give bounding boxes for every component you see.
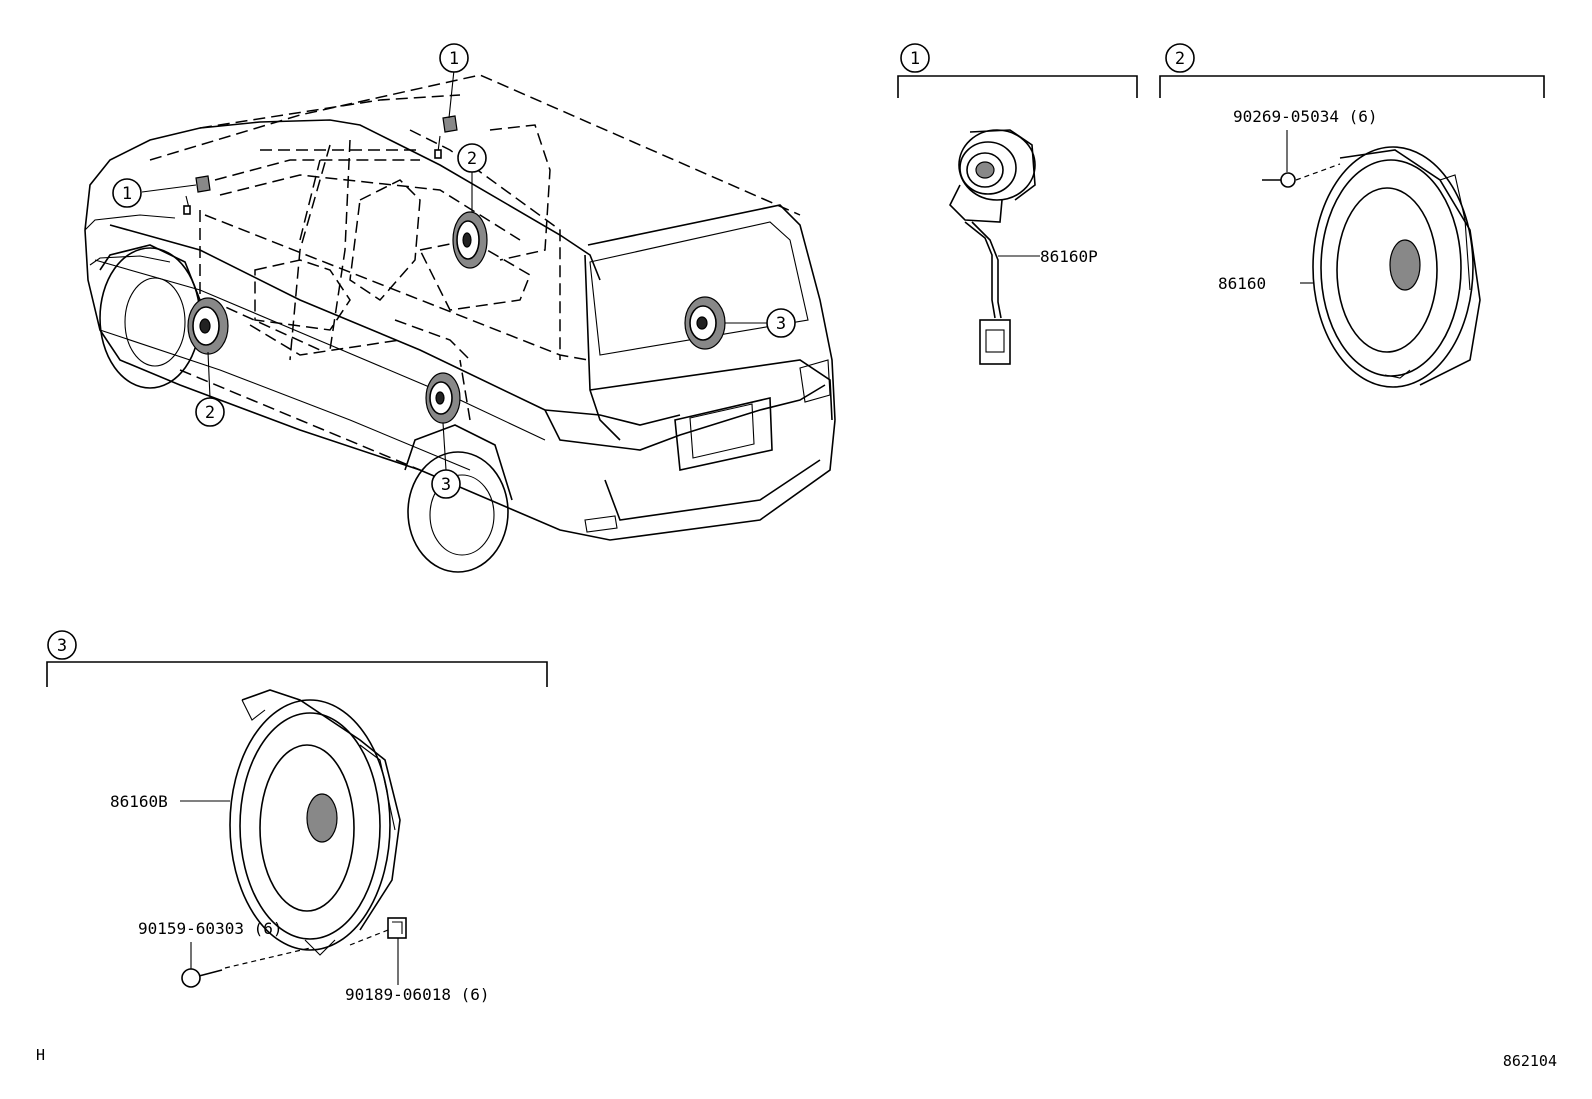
label-86160: 86160 (1218, 274, 1266, 293)
diagram-number: 862104 (1503, 1052, 1557, 1070)
svg-text:3: 3 (776, 314, 786, 334)
front-speaker-screw-drawing (1262, 130, 1341, 188)
back-door-speaker-icon (684, 296, 726, 350)
svg-text:2: 2 (205, 403, 215, 423)
group-3-bracket: 3 (46, 630, 548, 687)
label-86160b: 86160B (110, 792, 168, 811)
group-1-bracket: 1 (897, 43, 1138, 98)
rear-speaker-screw-drawing (181, 942, 311, 988)
speaker-86160-drawing (1300, 146, 1481, 388)
callout-3-back-door: 3 (766, 308, 796, 338)
svg-text:1: 1 (122, 184, 132, 204)
callout-3-quarter: 3 (431, 469, 461, 499)
rear-door-speaker-icon (452, 211, 488, 269)
label-90159-60303: 90159-60303 (6) (138, 919, 283, 938)
front-door-speaker-icon (187, 297, 229, 355)
svg-text:3: 3 (57, 636, 67, 656)
svg-text:1: 1 (449, 49, 459, 69)
callout-2-front-door: 2 (195, 397, 225, 427)
callout-1-tweeter-left: 1 (112, 178, 142, 208)
callout-1-tweeter-right: 1 (439, 43, 469, 73)
speaker-86160b-drawing (180, 689, 401, 956)
label-86160p: 86160P (1040, 247, 1098, 266)
svg-text:2: 2 (1175, 49, 1185, 69)
svg-text:2: 2 (467, 149, 477, 169)
quarter-speaker-icon (425, 372, 461, 424)
svg-text:3: 3 (441, 475, 451, 495)
label-90269-05034: 90269-05034 (6) (1233, 107, 1378, 126)
tweeter-86160p-drawing (949, 129, 1040, 365)
label-90189-06018: 90189-06018 (6) (345, 985, 490, 1004)
callout-2-rear-door: 2 (457, 143, 487, 173)
svg-text:1: 1 (910, 49, 920, 69)
corner-code-left: H (36, 1046, 45, 1064)
group-2-bracket: 2 (1159, 43, 1545, 98)
rear-speaker-nut-drawing (349, 917, 407, 985)
van-illustration (84, 69, 836, 573)
